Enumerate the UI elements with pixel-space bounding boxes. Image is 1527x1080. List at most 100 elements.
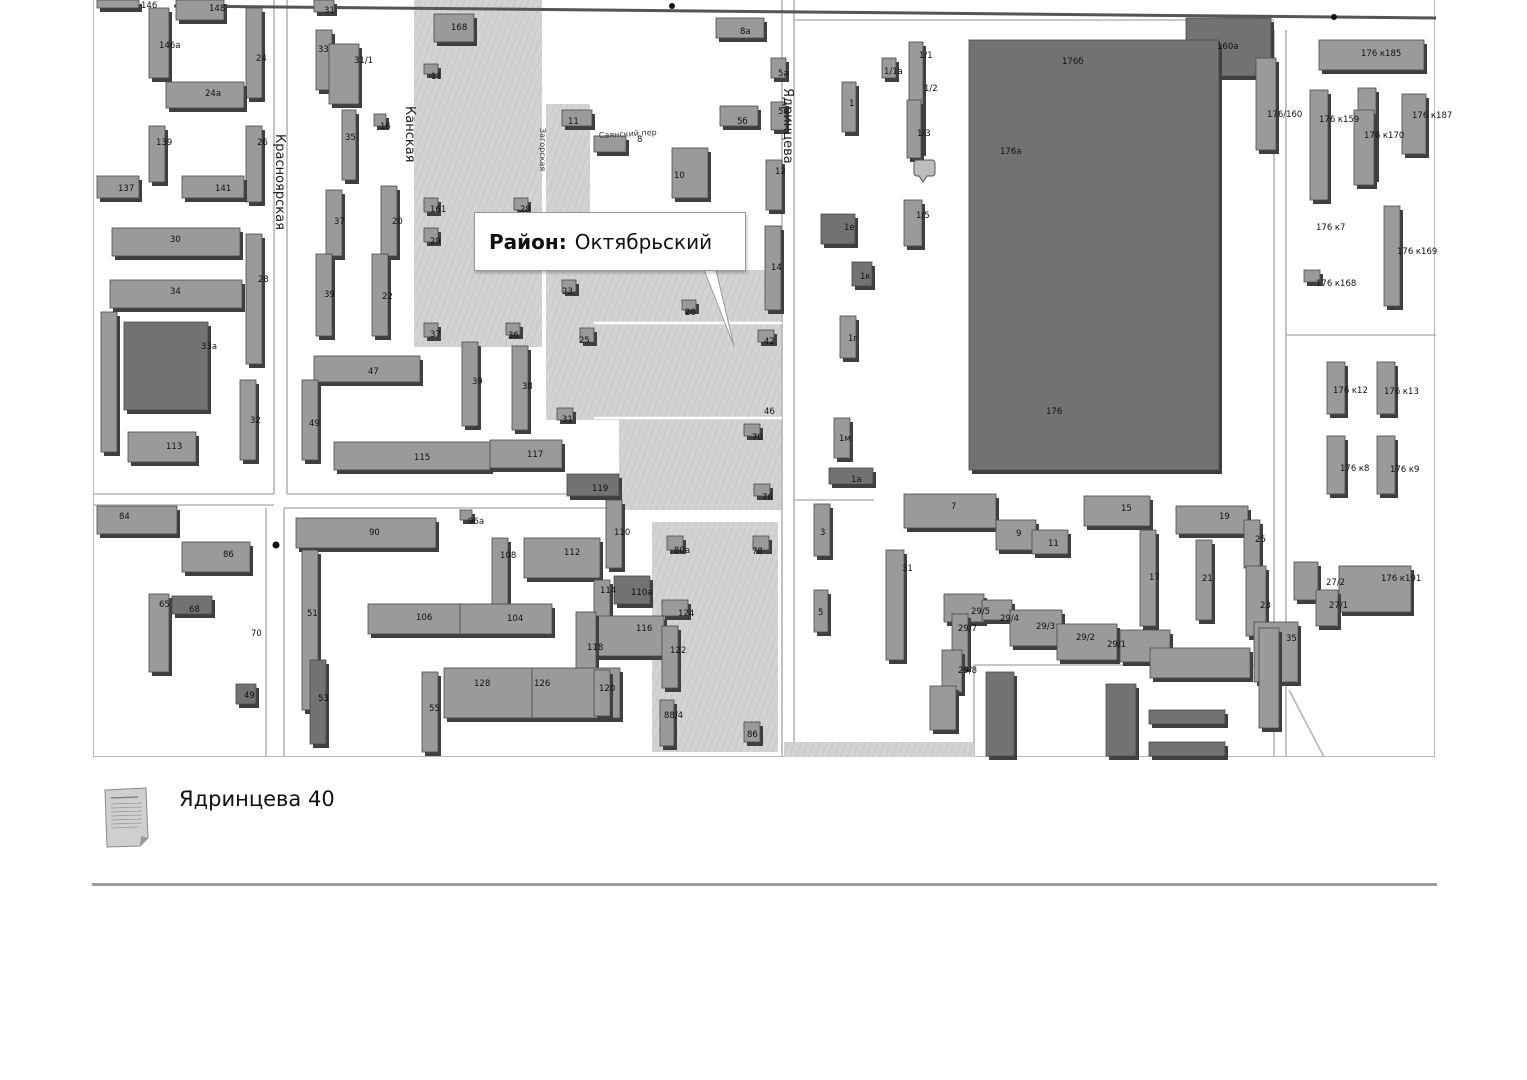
building[interactable] [770,57,787,79]
building[interactable] [513,197,529,211]
building[interactable] [1031,529,1069,555]
building[interactable] [605,499,623,569]
building[interactable] [757,329,775,343]
building[interactable] [841,81,857,133]
building[interactable] [1255,57,1277,151]
building[interactable] [1105,683,1137,757]
building[interactable] [1318,39,1425,71]
building[interactable] [593,135,627,153]
building[interactable] [753,483,771,497]
building[interactable] [1148,709,1226,725]
building[interactable] [315,253,333,337]
building[interactable] [423,322,439,338]
building[interactable] [489,439,563,469]
building[interactable] [556,407,574,421]
building[interactable] [661,599,689,617]
building[interactable] [333,441,491,471]
building[interactable] [839,315,857,359]
building[interactable] [1353,109,1375,186]
building[interactable] [511,345,529,431]
building[interactable] [659,699,675,747]
building[interactable] [443,667,533,719]
building[interactable] [111,227,241,257]
building[interactable] [245,7,263,99]
building[interactable] [96,0,140,9]
building[interactable] [373,113,387,127]
building[interactable] [165,81,245,109]
building[interactable] [566,473,620,497]
building[interactable] [1401,93,1427,155]
building[interactable] [593,669,611,717]
building[interactable] [995,519,1037,551]
building[interactable] [459,603,553,635]
building[interactable] [1376,361,1396,415]
building[interactable] [828,467,874,485]
building[interactable] [148,593,170,673]
building[interactable] [851,261,873,287]
building[interactable] [491,537,509,605]
building[interactable] [245,233,263,365]
building[interactable] [813,503,831,557]
building[interactable] [301,379,319,461]
building[interactable] [175,0,225,21]
building[interactable] [523,537,601,579]
building[interactable] [245,125,263,203]
building[interactable] [752,535,770,551]
building[interactable] [423,227,439,243]
building[interactable] [1376,435,1396,495]
building[interactable] [433,13,475,43]
building[interactable] [328,43,360,105]
building[interactable] [1383,205,1401,307]
building[interactable] [613,575,651,605]
building[interactable] [671,147,709,199]
building[interactable] [1309,89,1329,201]
building[interactable] [123,321,209,411]
building[interactable] [295,517,437,549]
building[interactable] [743,721,761,743]
building[interactable] [96,505,178,535]
building[interactable] [171,595,213,615]
building[interactable] [1195,539,1213,621]
building[interactable] [968,39,1220,471]
building[interactable] [309,659,327,745]
building[interactable] [765,159,783,211]
building[interactable] [1338,565,1412,613]
building[interactable] [666,535,684,551]
building[interactable] [461,341,479,427]
building[interactable] [181,541,251,573]
building[interactable] [1258,627,1280,729]
building[interactable] [1148,741,1226,757]
building[interactable] [743,423,761,437]
building[interactable] [1303,269,1321,283]
building[interactable] [1139,529,1157,627]
building[interactable] [561,279,577,293]
building[interactable] [1083,495,1151,527]
building[interactable] [1315,589,1339,627]
building[interactable] [239,379,257,461]
building[interactable] [459,509,473,521]
building[interactable] [579,327,595,343]
building[interactable] [1175,505,1249,535]
building[interactable] [764,225,782,311]
building[interactable] [127,431,197,463]
building[interactable] [906,99,922,159]
building[interactable] [833,417,851,459]
building[interactable] [903,493,997,529]
building[interactable] [561,109,593,127]
building[interactable] [235,683,257,705]
building[interactable] [423,63,439,75]
building[interactable] [341,109,357,181]
building[interactable] [423,197,439,213]
building[interactable] [813,589,829,633]
map-pin-icon[interactable] [913,159,936,183]
building[interactable] [380,185,398,257]
building[interactable] [770,101,787,131]
building[interactable] [1056,623,1118,661]
building[interactable] [313,0,335,13]
building[interactable] [1326,435,1346,495]
building[interactable] [1293,561,1319,601]
building[interactable] [421,671,439,753]
building[interactable] [109,279,243,309]
